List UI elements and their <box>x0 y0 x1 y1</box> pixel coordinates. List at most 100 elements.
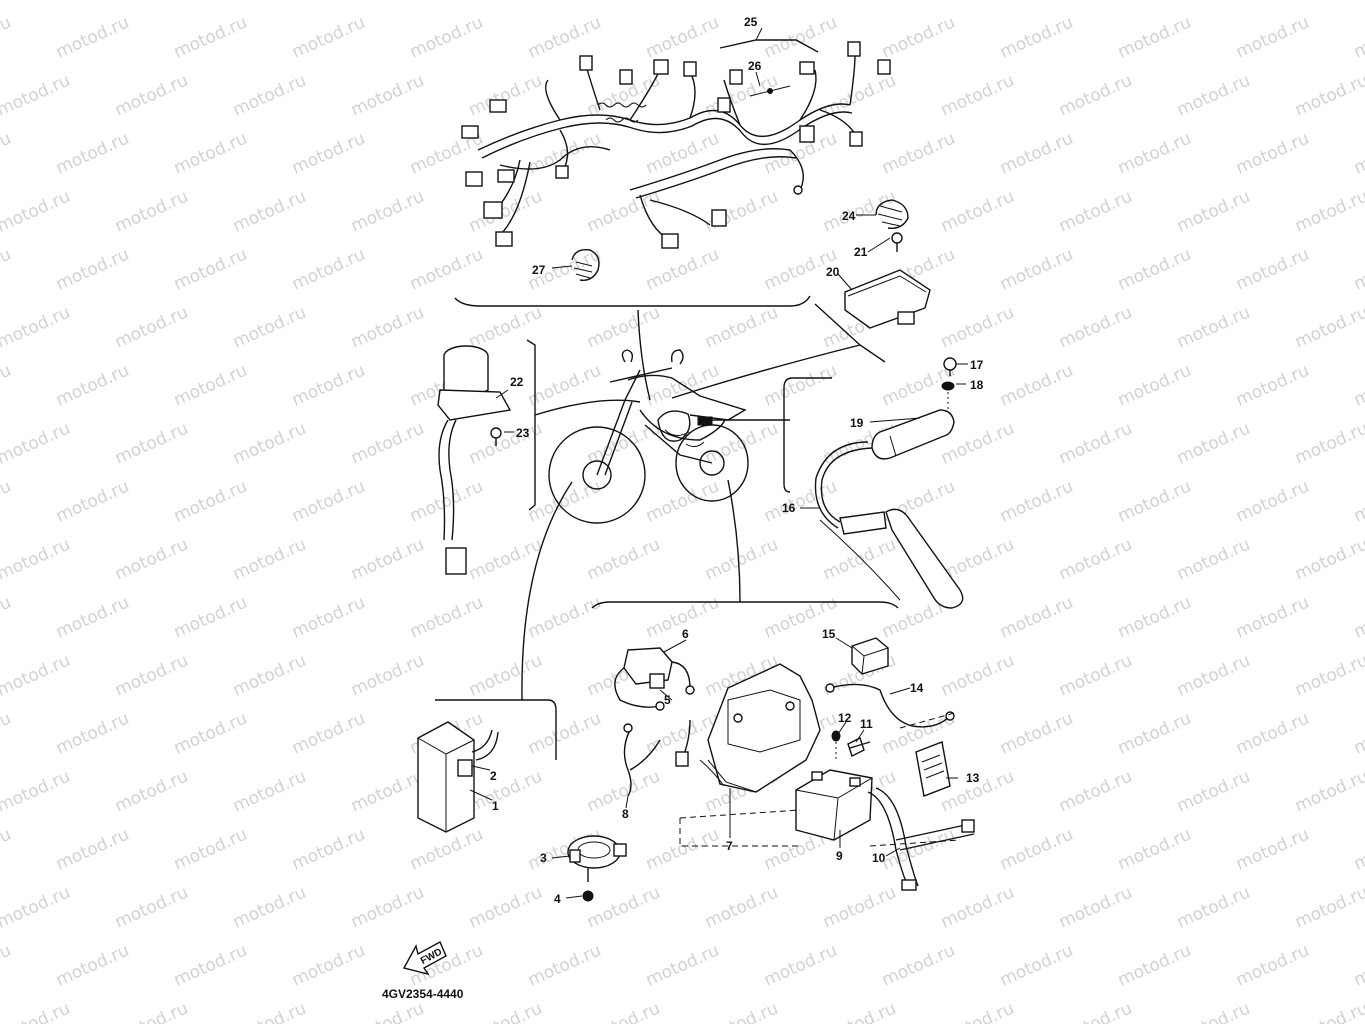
watermark-text: motod.ru <box>1174 535 1253 585</box>
watermark-text: motod.ru <box>1292 767 1365 817</box>
watermark-text: motod.ru <box>997 941 1076 991</box>
diagram-code: 4GV2354-4440 <box>382 987 464 1001</box>
watermark-text: motod.ru <box>171 129 250 179</box>
watermark-text: motod.ru <box>525 477 604 527</box>
callout-14: 14 <box>910 681 924 695</box>
wire-harness <box>461 41 891 249</box>
watermark-text: motod.ru <box>171 245 250 295</box>
callout-17: 17 <box>970 358 984 372</box>
watermark-text: motod.ru <box>1115 593 1194 643</box>
watermark-text: motod.ru <box>0 941 14 991</box>
watermark-text: motod.ru <box>1056 883 1135 933</box>
watermark-text: motod.ru <box>1174 71 1253 121</box>
watermark-text: motod.ru <box>525 593 604 643</box>
section-brackets <box>435 39 899 760</box>
watermark-text: motod.ru <box>1174 651 1253 701</box>
watermark-text: motod.ru <box>171 825 250 875</box>
watermark-text: motod.ru <box>0 361 14 411</box>
watermark-text: motod.ru <box>112 651 191 701</box>
callout-8: 8 <box>622 807 629 821</box>
watermark-text: motod.ru <box>466 0 545 5</box>
watermark-text: motod.ru <box>525 13 604 63</box>
watermark-text: motod.ru <box>171 477 250 527</box>
watermark-text: motod.ru <box>53 245 132 295</box>
watermark-text: motod.ru <box>1233 129 1312 179</box>
watermark-text: motod.ru <box>1351 129 1365 179</box>
watermark-text: motod.ru <box>997 593 1076 643</box>
watermark-text: motod.ru <box>230 651 309 701</box>
watermark-text: motod.ru <box>0 71 73 121</box>
watermark-text: motod.ru <box>997 709 1076 759</box>
watermark-text: motod.ru <box>53 477 132 527</box>
watermark-text: motod.ru <box>348 535 427 585</box>
watermark-text: motod.ru <box>879 825 958 875</box>
callout-11: 11 <box>860 717 873 731</box>
watermark-text: motod.ru <box>938 883 1017 933</box>
watermark-text: motod.ru <box>0 709 14 759</box>
watermark-text: motod.ru <box>1056 187 1135 237</box>
watermark-text: motod.ru <box>53 129 132 179</box>
watermark-text: motod.ru <box>702 303 781 353</box>
watermark-text: motod.ru <box>1056 0 1135 5</box>
watermark-text: motod.ru <box>1292 419 1365 469</box>
watermark-text: motod.ru <box>0 303 73 353</box>
watermark-text: motod.ru <box>230 0 309 5</box>
watermark-text: motod.ru <box>289 129 368 179</box>
watermark-text: motod.ru <box>230 187 309 237</box>
watermark-text: motod.ru <box>1292 883 1365 933</box>
watermark-text: motod.ru <box>997 129 1076 179</box>
watermark-text: motod.ru <box>112 71 191 121</box>
callout-25: 25 <box>744 15 758 29</box>
watermark-text: motod.ru <box>1233 825 1312 875</box>
watermark-text: motod.ru <box>1351 13 1365 63</box>
relay-unit-20 <box>844 232 931 329</box>
watermark-text: motod.ru <box>1056 651 1135 701</box>
watermark-text: motod.ru <box>938 999 1017 1024</box>
watermark-text: motod.ru <box>171 709 250 759</box>
horn-3 <box>567 835 627 902</box>
ignition-coil-19 <box>814 409 964 609</box>
watermark-text: motod.ru <box>0 129 14 179</box>
watermark-text: motod.ru <box>525 709 604 759</box>
watermark-text: motod.ru <box>112 303 191 353</box>
callout-12: 12 <box>838 711 852 725</box>
watermark-text: motod.ru <box>702 999 781 1024</box>
watermark-text: motod.ru <box>1056 419 1135 469</box>
watermark-text: motod.ru <box>230 999 309 1024</box>
watermark-text: motod.ru <box>53 825 132 875</box>
watermark-text: motod.ru <box>643 941 722 991</box>
watermark-text: motod.ru <box>112 999 191 1024</box>
watermark-text: motod.ru <box>407 245 486 295</box>
assembly-lines <box>679 711 961 847</box>
watermark-text: motod.ru <box>1115 709 1194 759</box>
callout-15: 15 <box>822 627 836 641</box>
watermark-text: motod.ru <box>466 419 545 469</box>
watermark-text: motod.ru <box>407 13 486 63</box>
watermark-text: motod.ru <box>53 13 132 63</box>
watermark-text: motod.ru <box>1292 71 1365 121</box>
watermark-text: motod.ru <box>1115 477 1194 527</box>
watermark-text: motod.ru <box>348 419 427 469</box>
watermark-text: motod.ru <box>0 187 73 237</box>
watermark-text: motod.ru <box>1056 71 1135 121</box>
watermark-text: motod.ru <box>112 419 191 469</box>
watermark-text: motod.ru <box>1351 593 1365 643</box>
watermark-text: motod.ru <box>1233 593 1312 643</box>
watermark-text: motod.ru <box>289 477 368 527</box>
watermark-text: motod.ru <box>0 535 73 585</box>
watermark-text: motod.ru <box>997 13 1076 63</box>
watermark-text: motod.ru <box>1056 535 1135 585</box>
relay-and-leads <box>614 647 695 797</box>
watermark-text: motod.ru <box>466 71 545 121</box>
watermark-text: motod.ru <box>879 129 958 179</box>
watermark-text: motod.ru <box>0 477 14 527</box>
watermark-text: motod.ru <box>1233 941 1312 991</box>
watermark-text: motod.ru <box>1115 129 1194 179</box>
bolt-17-washer-18 <box>941 357 957 410</box>
watermark-text: motod.ru <box>820 535 899 585</box>
watermark-text: motod.ru <box>53 593 132 643</box>
cdi-unit-1 <box>417 721 499 833</box>
watermark-text: motod.ru <box>1056 303 1135 353</box>
